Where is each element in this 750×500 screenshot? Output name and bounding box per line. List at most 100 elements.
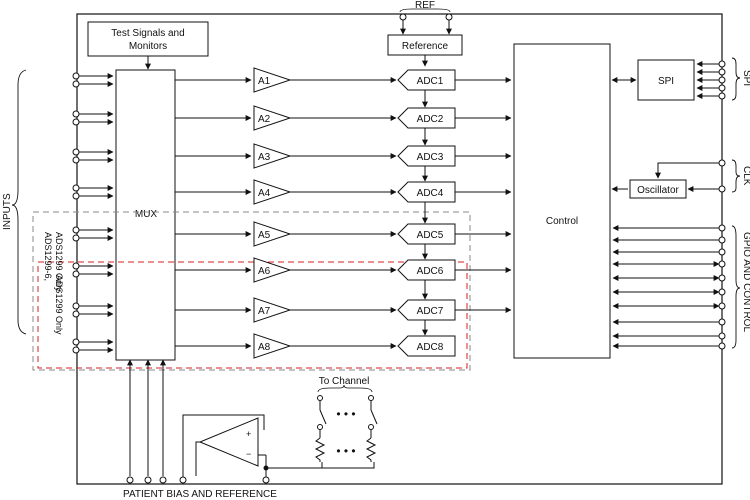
- input-pins: [72, 72, 114, 354]
- gpio-pin: [718, 274, 726, 282]
- gpio-pin: [718, 318, 726, 326]
- gpio-brace: [731, 225, 741, 349]
- amplifier-label: A8: [258, 342, 271, 353]
- amplifier-label: A5: [258, 230, 271, 241]
- inputs-label: INPUTS: [2, 193, 13, 230]
- gpio-pin: [718, 224, 726, 232]
- patient-bias-label: PATIENT BIAS AND REFERENCE: [123, 489, 277, 500]
- svg-text:• • •: • • •: [336, 407, 355, 421]
- ref-pin-left: [399, 13, 407, 21]
- clk-label: CLK: [741, 166, 750, 186]
- spi-brace: [731, 57, 741, 101]
- ads-6-8-label-line1: ADS1299-6,: [43, 232, 53, 281]
- amplifier-label: A6: [258, 266, 271, 277]
- mux-label: MUX: [135, 209, 158, 220]
- amplifier-5: [253, 221, 292, 247]
- adc-label: ADC3: [417, 152, 444, 163]
- right-pins: [612, 60, 726, 350]
- input-pin: [72, 338, 80, 346]
- adc-label: ADC2: [417, 114, 444, 125]
- adc-8: [397, 335, 456, 357]
- gpio-label: GPIO AND CONTROL: [741, 232, 750, 332]
- amplifier-7: [253, 297, 292, 323]
- adc-label: ADC4: [417, 188, 444, 199]
- gpio-pin: [718, 248, 726, 256]
- test-signals-label-line1: Test Signals and: [111, 28, 184, 39]
- bias-opamp: [198, 417, 259, 467]
- ads-6-8-label-line2: ADS1299 Only: [54, 232, 64, 292]
- to-channel-label: To Channel: [319, 376, 370, 387]
- clk-pin: [718, 185, 726, 193]
- ads1299-only-region: [37, 261, 468, 369]
- spi-pin: [718, 92, 726, 100]
- control-label: Control: [546, 216, 578, 227]
- input-pin: [72, 148, 80, 156]
- ref-pin-right: [445, 13, 453, 21]
- ads-8-only-label: ADS1299 Only: [54, 275, 64, 335]
- amplifier-label: A2: [258, 114, 271, 125]
- gpio-pin: [718, 302, 726, 310]
- gpio-pin: [718, 332, 726, 340]
- control-block: [513, 43, 611, 359]
- reference-label: Reference: [402, 41, 449, 52]
- gpio-pin: [718, 236, 726, 244]
- spi-block: [637, 59, 695, 101]
- svg-text:• • •: • • •: [336, 444, 355, 458]
- amplifier-label: A4: [258, 188, 271, 199]
- input-pin: [72, 72, 80, 80]
- spi-pin: [718, 76, 726, 84]
- input-pin: [72, 310, 80, 318]
- opamp-minus: −: [246, 449, 251, 459]
- ref-brace: [399, 8, 451, 13]
- spi-pin: [718, 60, 726, 68]
- ref-label: REF: [415, 0, 435, 11]
- gpio-pin: [718, 288, 726, 296]
- adc-label: ADC6: [417, 266, 444, 277]
- amplifier-label: A7: [258, 306, 271, 317]
- amplifier-4: [253, 179, 292, 205]
- test-signals-block: [87, 21, 209, 57]
- amplifier-6: [253, 257, 292, 283]
- spi-side-label: SPI: [741, 70, 750, 86]
- input-pin: [72, 262, 80, 270]
- spi-block-label: SPI: [658, 76, 674, 87]
- oscillator-label: Oscillator: [637, 185, 679, 196]
- clk-pin: [718, 159, 726, 167]
- input-pin: [72, 226, 80, 234]
- input-pin: [72, 270, 80, 278]
- input-pin: [72, 80, 80, 88]
- switch-resistor-network: • • • • • •: [314, 395, 378, 462]
- opamp-plus: +: [246, 429, 251, 439]
- input-pin: [72, 346, 80, 354]
- gpio-pin: [718, 260, 726, 268]
- ads1299-6-region: [32, 211, 471, 371]
- amplifier-1: [253, 67, 292, 93]
- input-pin: [72, 156, 80, 164]
- input-pin: [72, 302, 80, 310]
- adc-label: ADC5: [417, 230, 444, 241]
- mux-block: [115, 69, 176, 361]
- amplifier-2: [253, 105, 292, 131]
- input-pin: [72, 110, 80, 118]
- amplifier-3: [253, 143, 292, 169]
- input-pin: [72, 118, 80, 126]
- adc-label: ADC7: [417, 306, 444, 317]
- input-pin: [72, 192, 80, 200]
- test-signals-label-line2: Monitors: [129, 41, 167, 52]
- amplifier-label: A3: [258, 152, 271, 163]
- amplifier-label: A1: [258, 76, 271, 87]
- spi-pin: [718, 68, 726, 76]
- spi-pin: [718, 84, 726, 92]
- input-pin: [72, 234, 80, 242]
- input-pin: [72, 184, 80, 192]
- oscillator-block: [629, 179, 687, 199]
- adc-label: ADC1: [417, 76, 444, 87]
- to-channel-brace: [317, 384, 373, 393]
- amplifier-8: [253, 333, 292, 359]
- inputs-brace: [11, 69, 27, 335]
- adc-label: ADC8: [417, 342, 444, 353]
- gpio-pin: [718, 342, 726, 350]
- bias-section: + −: [126, 359, 375, 484]
